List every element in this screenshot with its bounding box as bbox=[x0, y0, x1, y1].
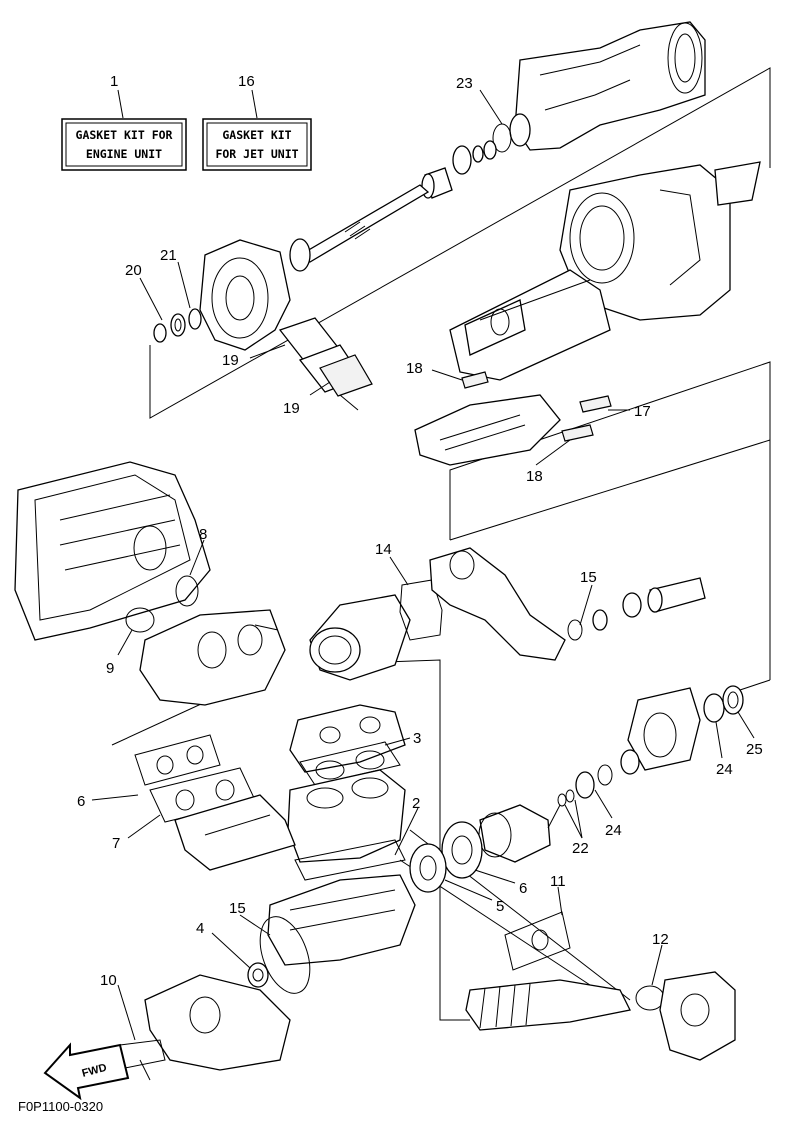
jet-nozzle-housing bbox=[509, 21, 706, 151]
callout-labels: 23 20 21 19 19 18 17 18 14 15 8 9 3 2 6 … bbox=[77, 75, 763, 989]
bearing-24-lower bbox=[575, 749, 640, 799]
exhaust-joint-14 bbox=[567, 577, 706, 641]
reed-valve-block bbox=[174, 794, 296, 871]
jet-pump-housing bbox=[559, 161, 761, 321]
callout-14: 15 bbox=[580, 569, 597, 586]
magneto-cover bbox=[144, 974, 291, 1071]
callout-22: 23 bbox=[456, 75, 473, 92]
bearing-housing bbox=[627, 687, 701, 771]
oil-seal-4 bbox=[247, 962, 269, 988]
gasket-kit-jet-box: 16 GASKET KIT FOR JET UNIT bbox=[202, 73, 312, 171]
callout-24-lower: 24 bbox=[605, 822, 622, 839]
callout-17: 17 bbox=[634, 403, 651, 420]
callout-2: 2 bbox=[412, 795, 420, 812]
callout-12: 12 bbox=[652, 931, 669, 948]
callout-20: 20 bbox=[125, 262, 142, 279]
callout-8: 7 bbox=[112, 835, 120, 852]
cylinder-block bbox=[287, 769, 406, 863]
orings-23 bbox=[557, 789, 575, 807]
oil-seal-5 bbox=[409, 843, 447, 893]
gasket-12 bbox=[635, 985, 665, 1011]
oil-seal-6 bbox=[441, 821, 483, 879]
callout-13: 14 bbox=[375, 541, 392, 558]
exhaust-hose bbox=[465, 979, 631, 1031]
callout-leaders bbox=[91, 89, 755, 1041]
callout-3: 3 bbox=[413, 730, 421, 747]
callout-18-lower: 18 bbox=[526, 468, 543, 485]
oring-21 bbox=[188, 308, 202, 330]
reed-valve-gasket-7 bbox=[134, 734, 221, 786]
seal-block-17 bbox=[579, 395, 612, 413]
callout-6: 6 bbox=[519, 880, 527, 897]
seal-block-18-upper bbox=[461, 371, 489, 389]
callout-19-lower: 19 bbox=[283, 400, 300, 417]
exhaust-outlet bbox=[659, 971, 736, 1061]
gasket-kit-jet-line2: FOR JET UNIT bbox=[215, 147, 298, 161]
gasket-kit-jet-line1: GASKET KIT bbox=[222, 128, 291, 142]
callout-4: 4 bbox=[196, 920, 204, 937]
callout-9-lower: 9 bbox=[106, 660, 114, 677]
callout-25: 25 bbox=[746, 741, 763, 758]
gasket-kit-engine-box: 1 GASKET KIT FOR ENGINE UNIT bbox=[61, 73, 187, 171]
callout-1: 1 bbox=[110, 73, 118, 90]
bearing-24-upper bbox=[703, 693, 725, 723]
drive-shaft-parts bbox=[289, 140, 497, 272]
head-gasket-3 bbox=[299, 741, 401, 786]
diagram-code: F0P1100-0320 bbox=[18, 1099, 103, 1114]
callout-19-left: 19 bbox=[222, 352, 239, 369]
callout-9-upper: 8 bbox=[199, 526, 207, 543]
intake-grate-duct bbox=[449, 269, 611, 381]
oring-9-lower bbox=[125, 607, 155, 633]
intermediate-housing bbox=[199, 239, 291, 351]
callout-24-upper: 24 bbox=[716, 761, 733, 778]
oil-seal-20 bbox=[153, 313, 186, 343]
intake-grate bbox=[414, 394, 561, 466]
oil-seal-25 bbox=[722, 685, 744, 715]
oring-9-upper bbox=[175, 575, 199, 607]
callout-23: 22 bbox=[572, 840, 589, 857]
gasket-kit-engine-line1: GASKET KIT FOR bbox=[76, 128, 173, 142]
oring-15 bbox=[259, 916, 311, 994]
callout-16: 16 bbox=[238, 73, 255, 90]
callout-7: 6 bbox=[77, 793, 85, 810]
gasket-kit-engine-line2: ENGINE UNIT bbox=[86, 147, 162, 161]
fwd-direction-arrow: FWD bbox=[43, 1042, 130, 1101]
callout-10: 10 bbox=[100, 972, 117, 989]
callout-18-upper: 18 bbox=[406, 360, 423, 377]
gasket-11 bbox=[504, 911, 571, 971]
seal-block-18-lower bbox=[561, 424, 594, 442]
flame-arrester-case bbox=[14, 461, 211, 641]
carburetor-assembly bbox=[139, 609, 286, 706]
callout-5: 5 bbox=[496, 898, 504, 915]
cylinder-head bbox=[289, 704, 406, 773]
coupler-and-shaft bbox=[478, 804, 561, 863]
base-gasket-2 bbox=[294, 839, 406, 881]
crankcase bbox=[267, 874, 416, 966]
callout-11: 11 bbox=[550, 873, 566, 890]
callout-15: 15 bbox=[229, 900, 246, 917]
exhaust-pipe-2 bbox=[429, 547, 566, 661]
callout-21: 21 bbox=[160, 247, 177, 264]
gaskets-19 bbox=[278, 317, 373, 411]
exhaust-chamber bbox=[309, 594, 411, 681]
